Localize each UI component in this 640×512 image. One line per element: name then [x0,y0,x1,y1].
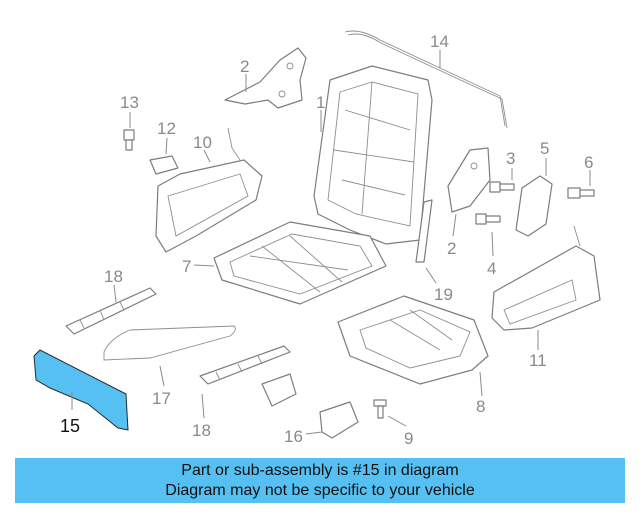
callout-12: 12 [157,119,176,138]
part-12-bushing [149,155,179,175]
parts-diagram: 1 2 2 3 4 5 6 7 8 9 10 11 12 13 14 15 16… [33,30,601,448]
callout-1: 1 [316,93,325,112]
part-18-rail-upper [65,287,157,335]
part-8-track-base [337,295,489,385]
callout-2: 2 [240,57,249,76]
part-16-bracket-b [261,373,297,407]
callout-9: 9 [404,429,413,448]
callout-14: 14 [430,32,449,51]
part-13-bolt [123,129,135,151]
callout-2: 2 [447,239,456,258]
caption-line-2: Diagram may not be specific to your vehi… [165,482,475,499]
part-15-trim-panel [33,349,129,431]
caption-banner: Part or sub-assembly is #15 in diagram D… [15,458,625,503]
part-5-cap [515,175,553,237]
part-14-rod [344,30,506,127]
part-18-rail-lower [199,345,291,385]
leader-lines [71,50,591,435]
part-4-bolt [475,213,501,225]
part-2-hinge-right [447,147,491,213]
callout-16: 16 [284,427,303,446]
part-6-bolt [567,187,595,199]
callout-11: 11 [529,351,547,370]
part-19-rod [415,199,433,263]
callout-8: 8 [476,397,485,416]
callout-13: 13 [120,93,139,112]
callout-4: 4 [487,259,496,278]
callout-3: 3 [506,149,515,168]
callout-7: 7 [182,257,191,276]
callout-19: 19 [434,285,453,304]
callout-18: 18 [192,421,211,440]
part-9-bolt [373,399,387,419]
callout-18: 18 [104,267,123,286]
part-2-hinge-top [224,47,307,109]
callout-10: 10 [193,133,212,152]
part-1-seatback-frame [313,65,433,245]
part-10-side-shield [155,159,263,253]
part-17-wire [103,325,236,361]
caption-line-1: Part or sub-assembly is #15 in diagram [181,462,459,479]
callout-15: 15 [60,416,80,436]
callout-6: 6 [584,153,593,172]
part-16-bracket [319,401,359,439]
part-11-side-cover [491,245,601,331]
callout-5: 5 [540,139,549,158]
callout-17: 17 [152,389,171,408]
part-3-bolt [489,181,515,193]
